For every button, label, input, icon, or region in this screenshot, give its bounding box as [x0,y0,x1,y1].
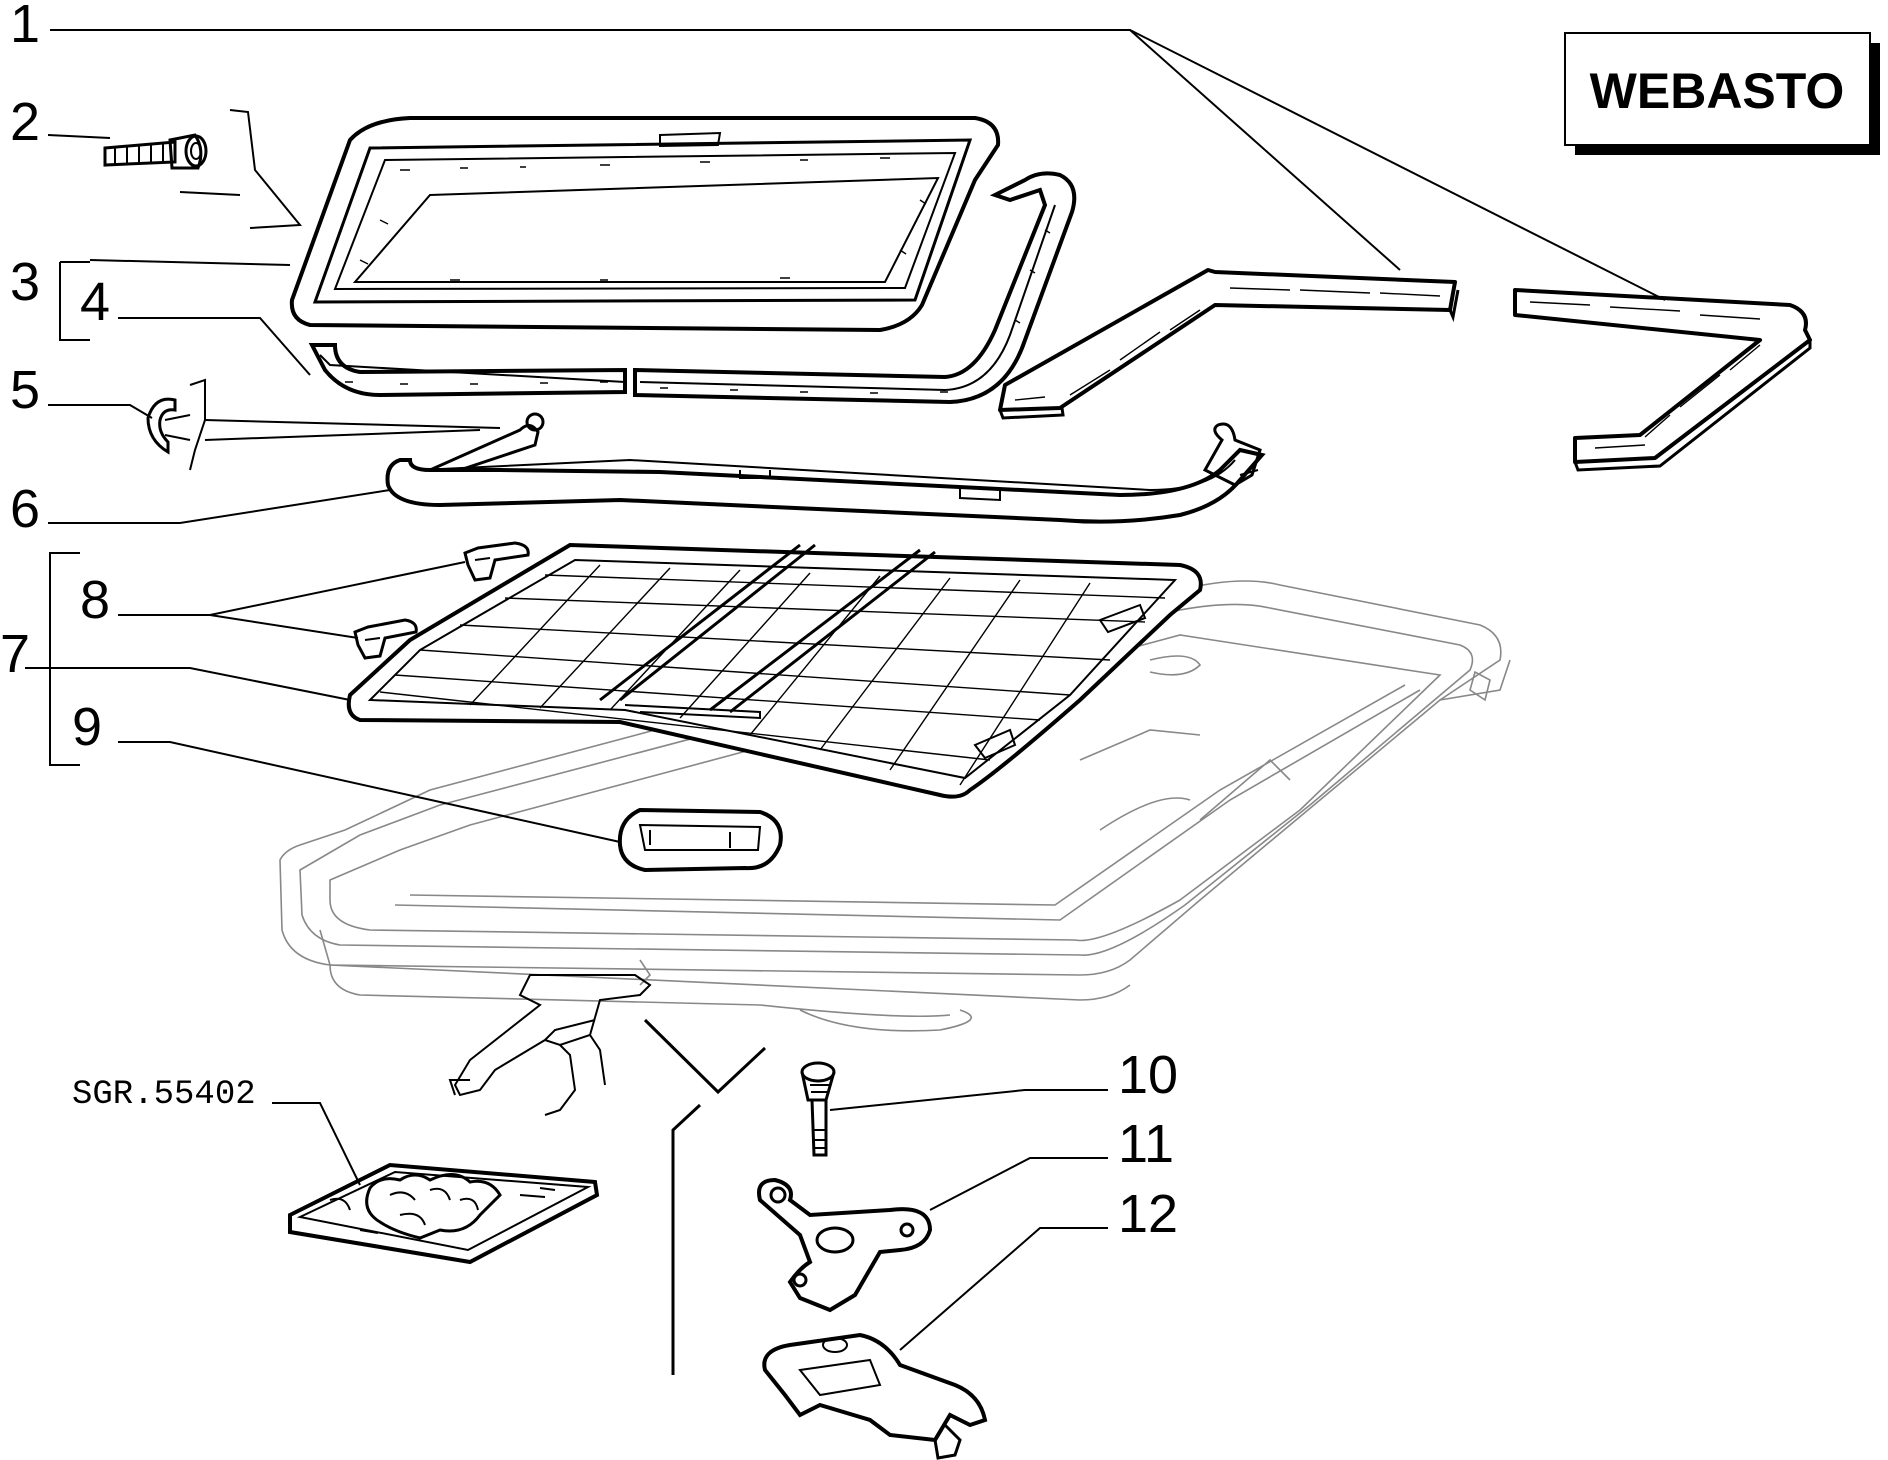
callout-1: 1 [10,0,40,54]
roof-frame [279,580,1511,1032]
callout-5: 5 [10,360,40,420]
part-12-motor-cover [762,1332,988,1460]
callout-6: 6 [10,479,40,539]
callout-4: 4 [80,272,110,332]
lower-bracket-assembly [448,974,652,1116]
callout-7: 7 [0,624,30,684]
part-7-sunshade [346,542,1203,799]
callout-2: 2 [10,92,40,152]
part-3-glass-panel [289,116,1001,333]
brand-label: WEBASTO [1590,63,1845,119]
callout-10: 10 [1118,1045,1178,1105]
part-6-guide-rail [385,412,1266,524]
callout-8: 8 [80,570,110,630]
part-8-clips [353,541,530,660]
leader-lines [25,29,1666,1375]
part-4-seal [308,171,1077,405]
part-5-clip [146,378,206,471]
sgr-reference-thumbnail [288,1162,600,1265]
callout-9: 9 [72,697,102,757]
callout-12: 12 [1118,1184,1178,1244]
part-11-bracket [757,1177,933,1313]
callout-11: 11 [1118,1114,1174,1174]
part-2-screw [103,109,303,229]
callout-3: 3 [10,252,40,312]
callout-numbers: 1 2 3 4 5 6 7 8 9 10 11 12 SGR.55402 [0,0,1178,1244]
part-10-bolt [800,1061,836,1157]
part-1-seal-strips [998,268,1812,472]
reference-label: SGR.55402 [72,1076,256,1114]
webasto-label-box: WEBASTO [1564,32,1880,155]
part-9-handle [617,807,783,873]
